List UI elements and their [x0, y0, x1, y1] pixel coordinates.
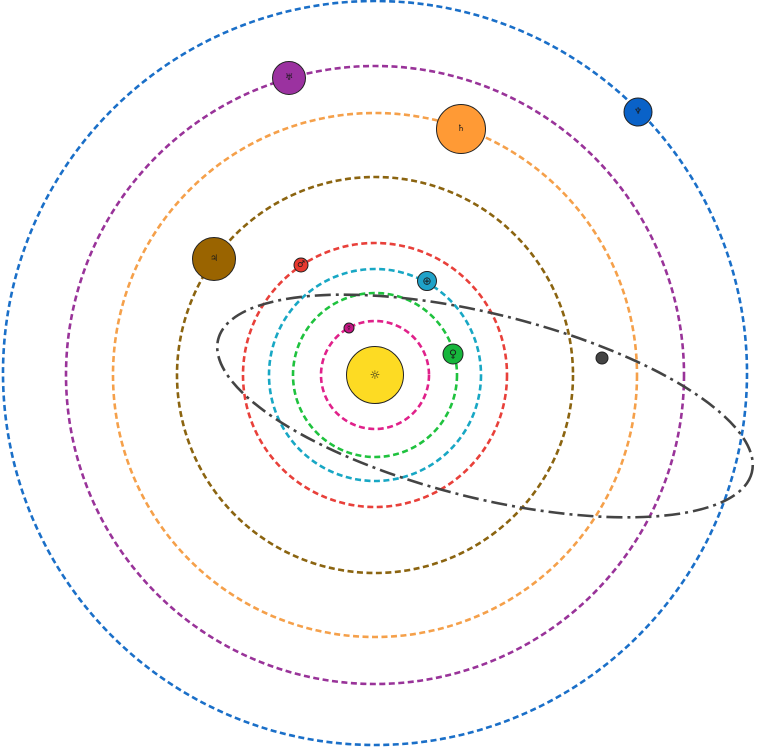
planet-mars: ♂ [293, 257, 309, 273]
sun-body [346, 346, 404, 404]
planet-neptune: ♆ [623, 97, 653, 127]
comet-body [595, 351, 609, 365]
planet-jupiter: ♃ [192, 237, 236, 281]
jupiter-orbit [175, 175, 575, 575]
neptune-body [623, 97, 653, 127]
mercury-body [343, 322, 355, 334]
earth-body [417, 271, 437, 291]
mercury-orbit [319, 319, 431, 431]
jupiter-body [192, 237, 236, 281]
jupiter-symbol: ♃ [210, 254, 218, 264]
planet-mercury: ☿ [343, 322, 355, 334]
sun: ☼ [346, 346, 404, 404]
planet-earth: ⊕ [417, 271, 437, 291]
comet [595, 351, 609, 365]
venus-symbol: ♀ [449, 348, 457, 361]
uranus-body [272, 61, 306, 95]
mars-orbit [241, 241, 509, 509]
mars-symbol: ♂ [297, 260, 305, 270]
saturn-body [436, 104, 486, 154]
earth-orbit [267, 267, 483, 483]
saturn-orbit [111, 111, 639, 639]
planet-uranus: ♅ [272, 61, 306, 95]
planets: ☿ ♀ ⊕ ♂ ♃ ♄ ♅ ♆ [192, 61, 653, 365]
venus-body [442, 343, 464, 365]
venus-orbit [291, 291, 459, 459]
comet-orbit [215, 293, 755, 519]
saturn-symbol: ♄ [457, 124, 465, 134]
mercury-symbol: ☿ [347, 325, 351, 332]
uranus-symbol: ♅ [285, 73, 293, 83]
neptune-symbol: ♆ [634, 107, 642, 117]
mars-body [293, 257, 309, 273]
uranus-orbit [64, 64, 686, 686]
planet-venus: ♀ [442, 343, 464, 365]
planet-saturn: ♄ [436, 104, 486, 154]
earth-symbol: ⊕ [422, 275, 431, 288]
sun-symbol: ☼ [370, 368, 381, 382]
